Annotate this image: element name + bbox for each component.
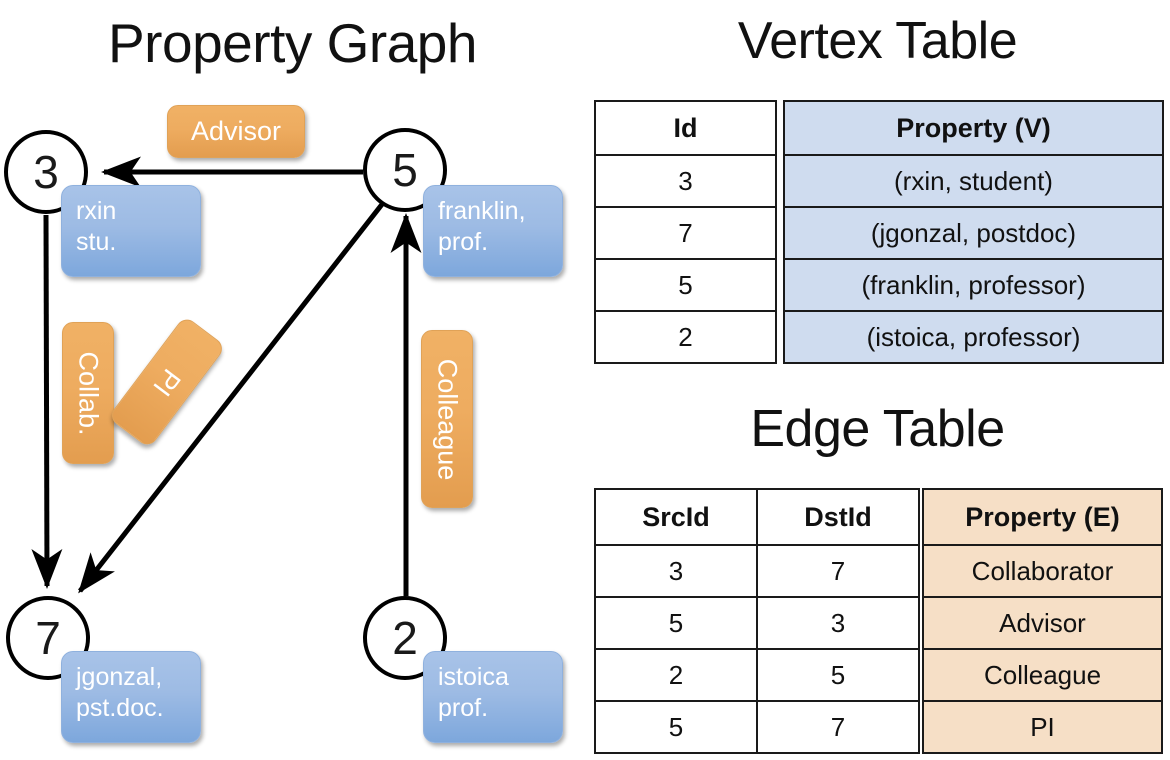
table-header-row: Property (E) — [922, 488, 1163, 546]
edge-label-text: PI — [147, 363, 188, 402]
table-row: 5 7 — [594, 700, 920, 754]
vertex-property-cell: (rxin, student) — [783, 154, 1164, 208]
edge-label-text: Collab. — [73, 350, 104, 436]
table-row: 2 5 — [594, 648, 920, 702]
property-graph-diagram: 3 5 7 2 rxin stu. franklin, prof. jgonza… — [4, 105, 563, 743]
vertex-property-box-jgonzal: jgonzal, pst.doc. — [61, 651, 201, 743]
page-title-property-graph: Property Graph — [107, 12, 478, 74]
vertex-table-header-property: Property (V) — [783, 100, 1164, 156]
table-header-row: Id — [594, 100, 777, 156]
edge-table-src-dst-columns: SrcId DstId 3 7 5 3 2 5 5 7 — [594, 488, 920, 754]
table-row: Colleague — [922, 648, 1163, 702]
edge-src-cell: 3 — [594, 544, 758, 598]
edge-table-property-column: Property (E) Collaborator Advisor Collea… — [922, 488, 1163, 754]
graph-edge-arrows — [31, 156, 422, 596]
edge-dst-cell: 5 — [756, 648, 920, 702]
edge-src-cell: 2 — [594, 648, 758, 702]
table-row: 7 — [594, 206, 777, 260]
table-row: Collaborator — [922, 544, 1163, 598]
edge-dst-cell: 7 — [756, 700, 920, 754]
table-row: 3 7 — [594, 544, 920, 598]
page-title-edge-table: Edge Table — [750, 400, 1005, 458]
edge-label-colleague: Colleague — [421, 330, 473, 508]
vertex-property-cell: (istoica, professor) — [783, 310, 1164, 364]
edge-property-cell: Colleague — [922, 648, 1163, 702]
table-row: (istoica, professor) — [783, 310, 1164, 364]
table-row: 5 — [594, 258, 777, 312]
table-row: (rxin, student) — [783, 154, 1164, 208]
vertex-id-cell: 5 — [594, 258, 777, 312]
table-row: Advisor — [922, 596, 1163, 650]
vertex-property-line: franklin, — [438, 197, 526, 225]
table-row: (franklin, professor) — [783, 258, 1164, 312]
edge-property-cell: Collaborator — [922, 544, 1163, 598]
vertex-property-line: rxin — [76, 197, 117, 225]
edge-table-header-dstid: DstId — [756, 488, 920, 546]
edge-arrow-5-to-7 — [78, 201, 385, 594]
edge-property-cell: Advisor — [922, 596, 1163, 650]
edge-label-advisor: Advisor — [167, 105, 305, 158]
vertex-property-line: istoica — [438, 663, 509, 691]
table-row: 3 — [594, 154, 777, 208]
edge-label-collab: Collab. — [62, 322, 114, 464]
table-row: 2 — [594, 310, 777, 364]
vertex-property-line: pst.doc. — [76, 694, 164, 722]
vertex-table-property-column: Property (V) (rxin, student) (jgonzal, p… — [783, 100, 1164, 364]
table-row: (jgonzal, postdoc) — [783, 206, 1164, 260]
vertex-table-header-id: Id — [594, 100, 777, 156]
graph-node-5[interactable]: 5 — [363, 128, 447, 212]
edge-src-cell: 5 — [594, 700, 758, 754]
vertex-table-id-column: Id 3 7 5 2 — [594, 100, 777, 364]
page-title-vertex-table: Vertex Table — [737, 12, 1018, 70]
table-header-row: Property (V) — [783, 100, 1164, 156]
edge-dst-cell: 3 — [756, 596, 920, 650]
edge-arrow-3-to-7 — [31, 214, 63, 589]
table-row: PI — [922, 700, 1163, 754]
graph-node-2[interactable]: 2 — [363, 596, 447, 680]
edge-table-header-srcid: SrcId — [594, 488, 758, 546]
edge-dst-cell: 7 — [756, 544, 920, 598]
edge-table-header-property: Property (E) — [922, 488, 1163, 546]
vertex-property-line: prof. — [438, 694, 489, 722]
vertex-property-line: jgonzal, — [76, 663, 163, 691]
table-header-row: SrcId DstId — [594, 488, 920, 546]
edge-src-cell: 5 — [594, 596, 758, 650]
table-row: 5 3 — [594, 596, 920, 650]
vertex-property-line: prof. — [438, 228, 489, 256]
vertex-property-box-rxin: rxin stu. — [61, 185, 201, 277]
edge-label-text: Advisor — [190, 116, 282, 146]
edge-label-text: Colleague — [432, 358, 463, 480]
vertex-id-cell: 7 — [594, 206, 777, 260]
vertex-property-line: stu. — [76, 228, 117, 256]
vertex-property-box-istoica: istoica prof. — [423, 651, 563, 743]
vertex-property-box-franklin: franklin, prof. — [423, 185, 563, 277]
edge-property-cell: PI — [922, 700, 1163, 754]
vertex-property-cell: (franklin, professor) — [783, 258, 1164, 312]
vertex-id-cell: 3 — [594, 154, 777, 208]
vertex-property-cell: (jgonzal, postdoc) — [783, 206, 1164, 260]
vertex-id-cell: 2 — [594, 310, 777, 364]
